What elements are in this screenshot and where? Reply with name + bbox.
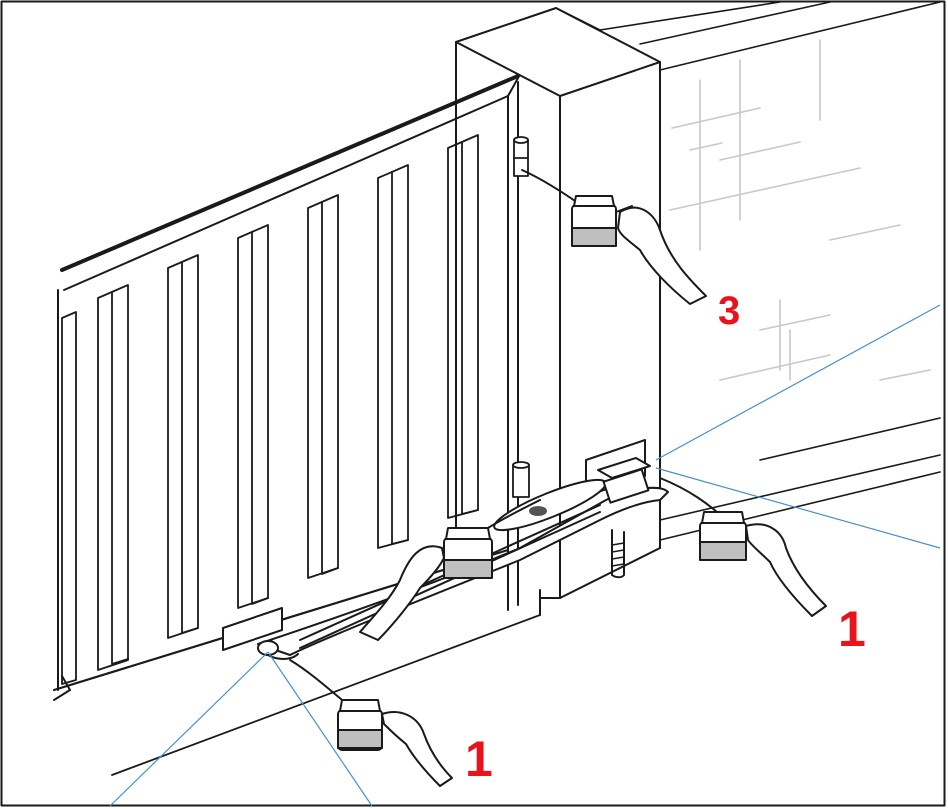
label-hinge-top: 3 <box>718 289 741 333</box>
wall-texture <box>669 39 931 381</box>
label-wall-bracket: 1 <box>838 601 866 657</box>
gate-mounting-plate <box>222 607 283 651</box>
leader-lines <box>109 304 941 807</box>
gate-slats <box>61 134 479 685</box>
oil-can-top <box>521 169 707 305</box>
top-hinge <box>513 136 529 177</box>
oil-can-right <box>659 477 827 617</box>
gate-pillar <box>455 7 661 599</box>
oil-can-bottom <box>289 659 453 787</box>
bottom-hinge <box>512 461 530 498</box>
ground-line <box>111 597 541 776</box>
oil-can-middle <box>359 499 541 641</box>
label-gate-bracket: 1 <box>465 731 493 787</box>
sliding-gate <box>52 74 520 701</box>
